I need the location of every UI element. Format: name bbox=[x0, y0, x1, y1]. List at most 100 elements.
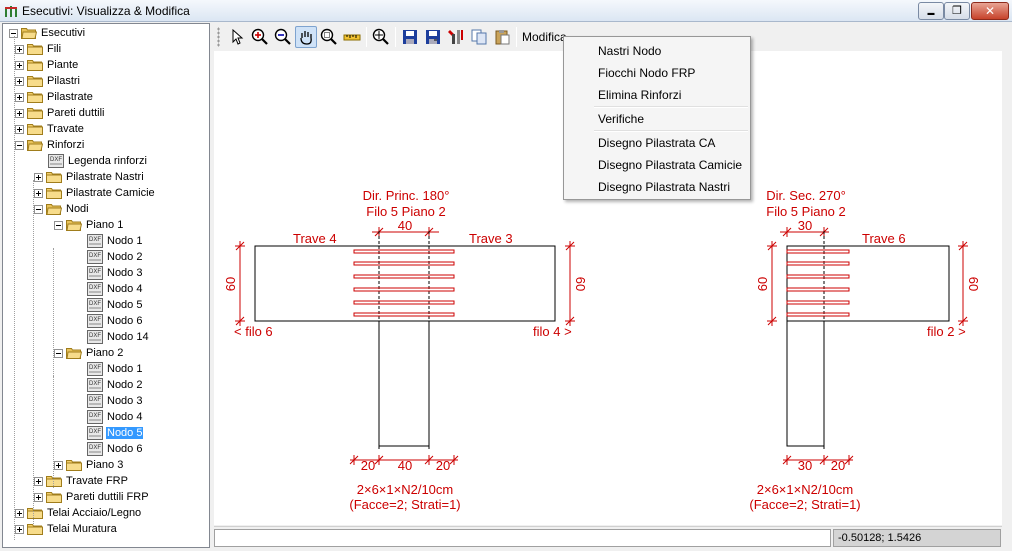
minimize-button[interactable]: ▬ bbox=[918, 2, 944, 20]
menu-item-nastri-nodo[interactable]: Nastri Nodo bbox=[598, 44, 662, 58]
pan-button[interactable] bbox=[295, 26, 317, 48]
menu-item-disegno-pilastrata-nastri[interactable]: Disegno Pilastrata Nastri bbox=[598, 180, 731, 194]
tree-item-pilastrate-camicie[interactable]: Pilastrate Camicie bbox=[34, 185, 156, 201]
expand-icon[interactable] bbox=[15, 44, 24, 54]
tree-item-piano-1[interactable]: Piano 1 bbox=[54, 217, 124, 233]
tree-item-piante[interactable]: Piante bbox=[15, 57, 79, 73]
tree-item-telai-muratura[interactable]: Telai Muratura bbox=[15, 521, 118, 537]
tree-item-piano-2[interactable]: Piano 2 bbox=[54, 345, 124, 361]
tree-item-pareti-duttili-frp[interactable]: Pareti duttili FRP bbox=[34, 489, 150, 505]
menu-item-disegno-pilastrata-ca[interactable]: Disegno Pilastrata CA bbox=[598, 136, 716, 150]
tree-item-nodi[interactable]: Nodi bbox=[34, 201, 90, 217]
collapse-icon[interactable] bbox=[15, 140, 24, 150]
expand-icon[interactable] bbox=[15, 60, 24, 70]
paste-button[interactable] bbox=[491, 26, 513, 48]
measure-button[interactable] bbox=[341, 26, 363, 48]
tree-connector bbox=[53, 248, 54, 488]
tools-button[interactable] bbox=[445, 26, 467, 48]
left-node: Dir. Princ. 180° Filo 5 Piano 2 40 Trave… bbox=[223, 188, 588, 512]
zoom-out-button[interactable] bbox=[272, 26, 294, 48]
tree-item-travate[interactable]: Travate bbox=[15, 121, 85, 137]
tree-item-telai-acciaio-legno[interactable]: Telai Acciaio/Legno bbox=[15, 505, 142, 521]
left-filo-left-label: < filo 6 bbox=[234, 324, 273, 339]
save-button[interactable] bbox=[399, 26, 421, 48]
expand-icon[interactable] bbox=[34, 172, 43, 182]
title-bar: Esecutivi: Visualizza & Modifica ▬ ❐ ✕ bbox=[0, 0, 1012, 22]
tree-item-label: Nodo 3 bbox=[107, 395, 143, 407]
collapse-icon[interactable] bbox=[54, 348, 63, 358]
expand-icon[interactable] bbox=[15, 76, 24, 86]
tree-item-esecutivi[interactable]: Esecutivi bbox=[9, 25, 86, 41]
tree-item-piano-3[interactable]: Piano 3 bbox=[54, 457, 124, 473]
expand-icon[interactable] bbox=[34, 188, 43, 198]
save-icon bbox=[403, 30, 417, 44]
save-as-button[interactable] bbox=[422, 26, 444, 48]
left-filo-right-label: filo 4 > bbox=[533, 324, 572, 339]
tree-item-fili[interactable]: Fili bbox=[15, 41, 62, 57]
expand-icon[interactable] bbox=[15, 508, 24, 518]
expand-icon[interactable] bbox=[15, 108, 24, 118]
tools-icon bbox=[448, 30, 463, 44]
right-beam-rect bbox=[786, 245, 950, 322]
folder-icon bbox=[66, 459, 82, 471]
right-direction-label: Dir. Sec. 270° bbox=[766, 188, 846, 203]
expand-icon[interactable] bbox=[15, 524, 24, 534]
collapse-icon[interactable] bbox=[54, 220, 63, 230]
tree-item-pilastri[interactable]: Pilastri bbox=[15, 73, 81, 89]
folder-icon bbox=[27, 123, 43, 135]
tree-item-pilastrate[interactable]: Pilastrate bbox=[15, 89, 94, 105]
expand-icon[interactable] bbox=[15, 124, 24, 134]
tree-item-travate-frp[interactable]: Travate FRP bbox=[34, 473, 129, 489]
menu-item-fiocchi-nodo-frp[interactable]: Fiocchi Nodo FRP bbox=[598, 66, 696, 80]
collapse-icon[interactable] bbox=[9, 28, 18, 38]
tree-item-pilastrate-nastri[interactable]: Pilastrate Nastri bbox=[34, 169, 145, 185]
tree-item-label: Pilastri bbox=[47, 75, 81, 87]
menu-item-disegno-pilastrata-camicie[interactable]: Disegno Pilastrata Camicie bbox=[598, 158, 743, 172]
svg-text:DXF: DXF bbox=[89, 381, 101, 387]
expand-icon[interactable] bbox=[15, 92, 24, 102]
zoom-extents-button[interactable] bbox=[370, 26, 392, 48]
collapse-icon[interactable] bbox=[34, 204, 43, 214]
toolbar-grip[interactable] bbox=[217, 27, 220, 47]
tree-item-label: Pilastrate Nastri bbox=[66, 171, 144, 183]
expand-icon[interactable] bbox=[54, 460, 63, 470]
tree-item-rinforzi[interactable]: Rinforzi bbox=[15, 137, 85, 153]
dxf-file-icon: DXF bbox=[87, 442, 103, 456]
menu-item-elimina-rinforzi[interactable]: Elimina Rinforzi bbox=[598, 88, 682, 102]
modifica-menu[interactable]: Modifica bbox=[522, 30, 567, 44]
folder-icon bbox=[27, 507, 43, 519]
svg-text:DXF: DXF bbox=[89, 269, 101, 275]
zoom-window-button[interactable] bbox=[318, 26, 340, 48]
folder-icon bbox=[27, 43, 43, 55]
close-button[interactable]: ✕ bbox=[971, 2, 1009, 20]
pointer-tool-button[interactable] bbox=[226, 26, 248, 48]
left-height-left-label: 60 bbox=[223, 277, 238, 291]
svg-text:DXF: DXF bbox=[89, 253, 101, 259]
expand-icon[interactable] bbox=[34, 492, 43, 502]
svg-text:DXF: DXF bbox=[89, 429, 101, 435]
zoom-in-button[interactable] bbox=[249, 26, 271, 48]
menu-item-verifiche[interactable]: Verifiche bbox=[598, 112, 645, 126]
dxf-file-icon: DXF bbox=[87, 266, 103, 280]
app-icon bbox=[4, 4, 18, 18]
menu-separator bbox=[594, 130, 748, 132]
tree-item-pareti-duttili[interactable]: Pareti duttili bbox=[15, 105, 105, 121]
copy-button[interactable] bbox=[468, 26, 490, 48]
expand-icon[interactable] bbox=[34, 476, 43, 486]
maximize-button[interactable]: ❐ bbox=[944, 2, 970, 20]
